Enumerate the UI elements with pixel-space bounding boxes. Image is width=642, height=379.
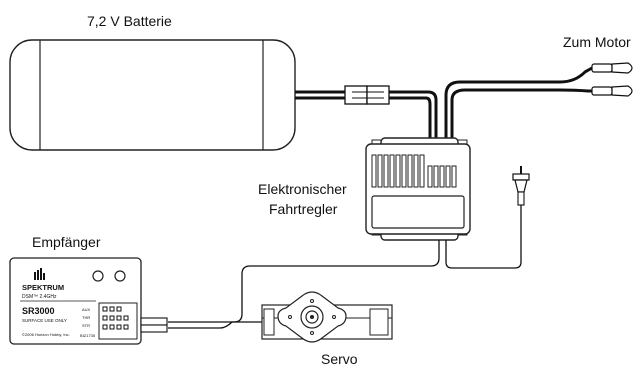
- receiver-brand: SPEKTRUM: [22, 283, 64, 292]
- esc-label-line1: Elektronischer: [258, 181, 347, 197]
- receiver-model: SR3000: [22, 306, 55, 316]
- power-switch: [445, 166, 530, 269]
- receiver-usage: SURFACE USE ONLY: [22, 318, 67, 323]
- spektrum-logo: [34, 268, 45, 280]
- receiver-port-label-aux: AUX: [82, 307, 91, 312]
- receiver: SPEKTRUM DSM™ 2.4GHz SR3000 SURFACE USE …: [9, 257, 142, 345]
- speed-controller: [365, 137, 471, 241]
- servo-lead: [168, 321, 262, 329]
- esc-label-line2: Fahrtregler: [269, 201, 338, 217]
- esc-input-leads: [389, 90, 438, 140]
- receiver-copyright: ©2006 Horizon Hobby, Inc.: [22, 332, 70, 337]
- esc-receiver-lead: [168, 240, 440, 323]
- battery-leads: [295, 90, 345, 100]
- receiver-label: Empfänger: [32, 234, 101, 250]
- motor-label: Zum Motor: [563, 34, 631, 50]
- receiver-part-number: BIZ1735: [80, 333, 96, 338]
- servo-label: Servo: [321, 351, 358, 367]
- servo: [261, 291, 393, 343]
- motor-leads: [444, 66, 593, 140]
- receiver-tech: DSM™ 2.4GHz: [22, 294, 57, 300]
- esc-heatsink-fins: [371, 154, 457, 188]
- receiver-port-label-str: STR: [82, 323, 90, 328]
- receiver-port-pins: [102, 306, 129, 330]
- battery-connector: [344, 85, 390, 105]
- battery-pack: [9, 39, 296, 151]
- battery-label: 7,2 V Batterie: [87, 13, 172, 29]
- receiver-plugs: [140, 317, 168, 333]
- receiver-port-label-thr: THR: [82, 315, 90, 320]
- motor-plugs: [591, 62, 633, 97]
